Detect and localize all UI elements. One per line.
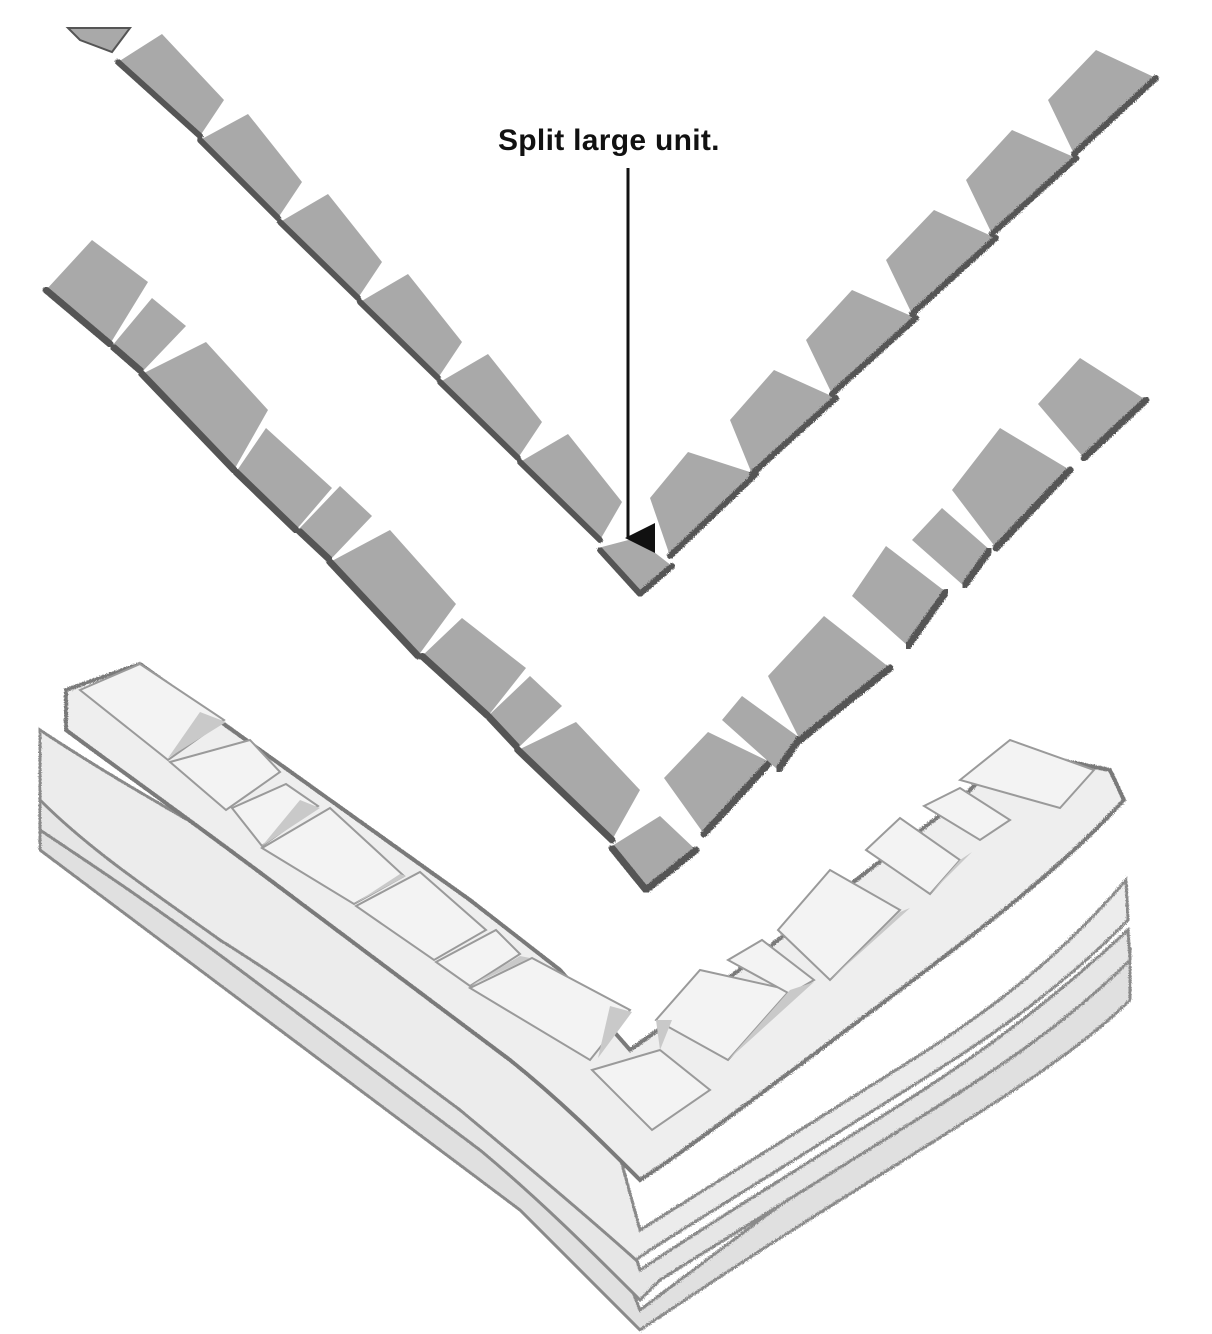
block-edge — [437, 379, 521, 461]
block — [236, 428, 332, 530]
block — [650, 452, 756, 556]
wall-top-course — [64, 661, 1127, 1183]
block-edge — [115, 59, 203, 139]
block — [65, 27, 132, 54]
block — [518, 722, 640, 840]
wall-block-top — [776, 868, 902, 982]
block — [200, 114, 302, 218]
block — [118, 34, 224, 136]
wall-block-top — [590, 1048, 712, 1132]
wall-block-top — [957, 738, 1096, 810]
shadow-wedge — [354, 874, 406, 904]
block — [1048, 50, 1156, 154]
block-edge — [232, 468, 300, 534]
block — [360, 274, 462, 378]
block-edge — [357, 299, 441, 381]
course-middle-left-arm — [42, 240, 640, 844]
block-edge — [197, 137, 281, 221]
block-edge — [294, 526, 334, 564]
block — [912, 508, 990, 586]
block — [664, 732, 770, 834]
block-edge — [700, 758, 774, 838]
block — [330, 530, 456, 656]
block — [488, 676, 562, 748]
block-edge — [992, 466, 1074, 552]
block-edge — [484, 712, 522, 752]
block-edge — [909, 235, 999, 317]
wall-block-top — [354, 870, 488, 962]
block-edge — [1080, 396, 1150, 462]
block — [730, 370, 836, 474]
wall-block-top — [230, 782, 320, 848]
callout-label: Split large unit. — [498, 124, 720, 157]
shadow-wedge — [930, 852, 972, 894]
block — [966, 130, 1076, 234]
block-edge — [829, 315, 919, 397]
course-top-right-arm — [650, 50, 1159, 559]
course-top-left-arm — [65, 27, 622, 543]
block-edge — [597, 547, 675, 597]
block-edge — [608, 844, 700, 894]
shadow-wedge — [656, 1020, 672, 1050]
block — [46, 240, 148, 344]
block-edge — [326, 558, 422, 660]
block-edge — [667, 471, 759, 559]
wall-block-top — [921, 786, 1012, 842]
block — [722, 696, 800, 770]
shadow-wedge — [168, 712, 226, 758]
block — [886, 210, 996, 314]
block — [422, 618, 526, 716]
wall-block-top — [467, 956, 632, 1062]
block-edge — [774, 734, 804, 774]
shadow-wedge — [830, 908, 910, 980]
course-middle — [42, 240, 1150, 894]
block-edge — [42, 286, 114, 348]
block — [852, 546, 946, 646]
block — [768, 616, 890, 740]
block-edge — [514, 746, 616, 844]
block — [806, 290, 916, 394]
block-edge — [1071, 75, 1159, 157]
block — [952, 428, 1070, 548]
shadow-wedge — [470, 956, 530, 986]
shadow-wedge — [598, 1006, 632, 1058]
block — [298, 486, 372, 560]
course-top — [65, 27, 1159, 597]
block-edge — [138, 370, 238, 474]
shadow-wedge — [728, 982, 814, 1060]
block-edge — [277, 219, 361, 301]
wall-block-top — [725, 938, 816, 996]
block-edge — [108, 342, 146, 376]
wall-block-top — [434, 928, 522, 988]
block-edge — [517, 459, 603, 543]
block-edge — [960, 546, 994, 590]
shadow-wedge — [262, 800, 320, 846]
block — [112, 298, 186, 372]
block-edge — [796, 664, 894, 744]
block-edge — [904, 588, 950, 650]
block — [440, 354, 542, 458]
stacked-wall — [38, 661, 1132, 1332]
wall-block-top — [167, 738, 282, 812]
block — [280, 194, 382, 298]
block — [1038, 358, 1146, 458]
block — [142, 342, 268, 470]
block — [520, 434, 622, 540]
block-edge — [418, 652, 492, 720]
block-edge — [749, 395, 839, 477]
course-middle-right-arm — [664, 358, 1150, 838]
block-edge — [989, 155, 1079, 237]
